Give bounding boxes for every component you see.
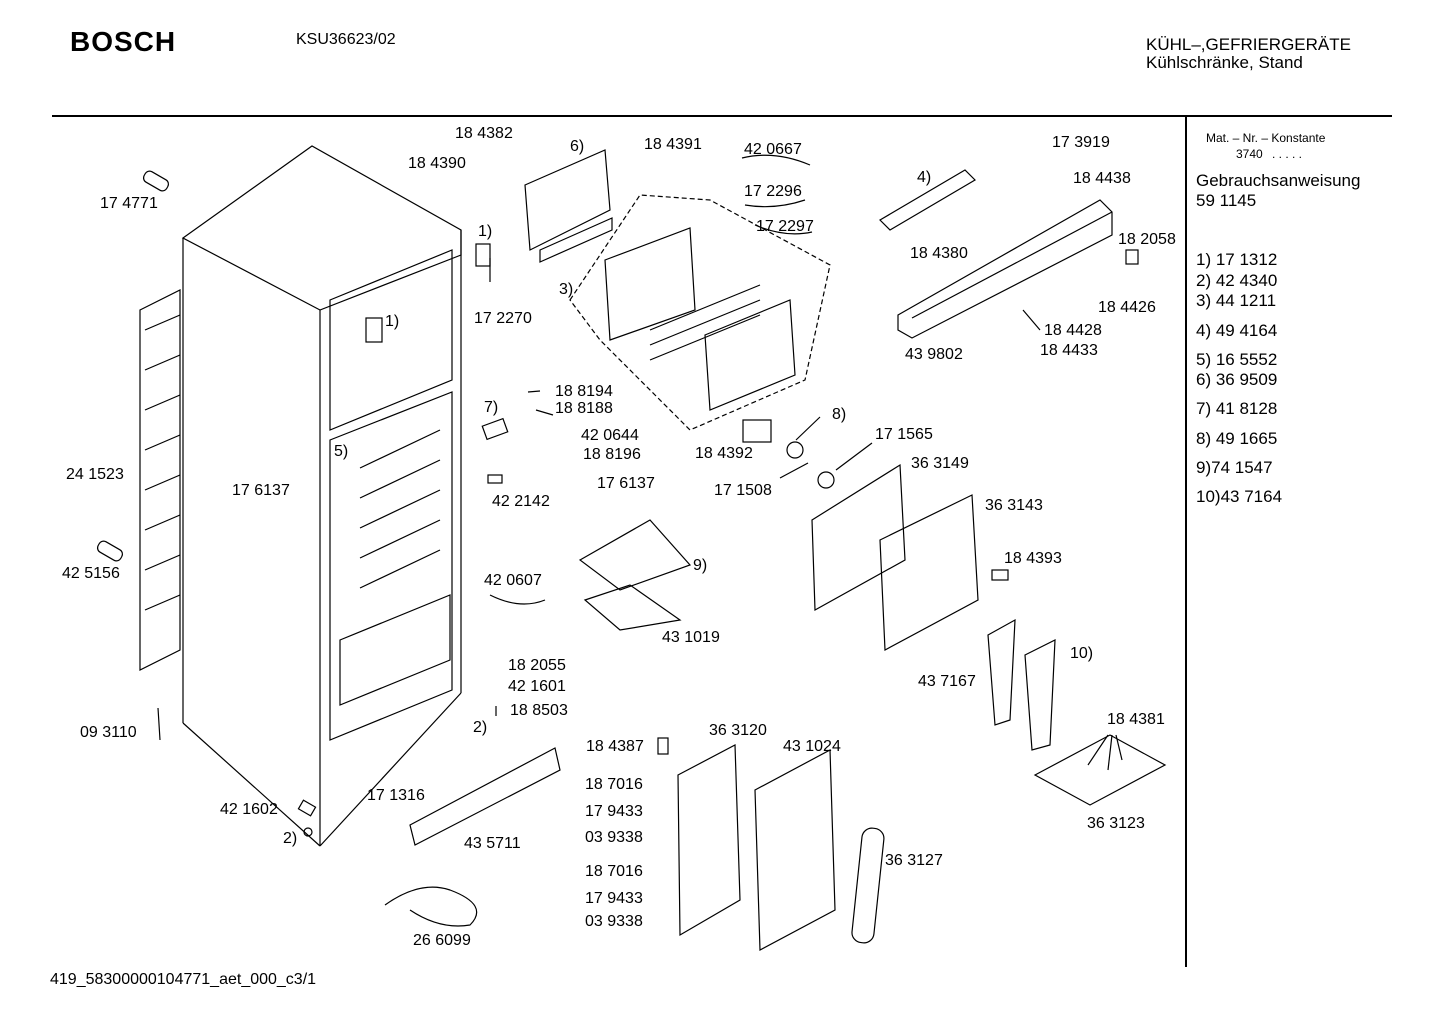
part-label: 24 1523 <box>66 466 124 483</box>
part-label: 18 4392 <box>695 445 753 462</box>
part-label: 43 5711 <box>464 835 521 852</box>
part-label: 18 4438 <box>1073 170 1131 187</box>
part-label: 18 4382 <box>455 125 513 142</box>
part-label: 17 2296 <box>744 183 802 200</box>
part-label: 18 8194 <box>555 383 613 400</box>
part-label: 17 3919 <box>1052 134 1110 151</box>
part-label: 4) <box>917 169 932 186</box>
part-label: 36 3143 <box>985 497 1043 514</box>
part-label: 17 2297 <box>756 218 814 235</box>
part-label: 36 3123 <box>1087 815 1145 832</box>
part-label: 18 2055 <box>508 657 566 674</box>
part-label: 18 4426 <box>1098 299 1156 316</box>
part-label: 36 3149 <box>911 455 969 472</box>
part-label: 42 1601 <box>508 678 566 695</box>
part-label: 18 4393 <box>1004 550 1062 567</box>
part-label: 18 4390 <box>408 155 466 172</box>
roller-part <box>96 540 124 562</box>
sidebar-item: 5) 16 5552 <box>1196 350 1278 369</box>
sidebar-item: 8) 49 1665 <box>1196 429 1278 448</box>
part-label: 18 8188 <box>555 400 613 417</box>
part-label: 09 3110 <box>80 724 137 741</box>
part-label: 18 7016 <box>585 776 643 793</box>
part-label: 43 7167 <box>918 673 976 690</box>
part-label: 17 6137 <box>597 475 655 492</box>
manual-label: Gebrauchsanweisung <box>1196 171 1361 190</box>
hinge-part <box>365 317 383 343</box>
part-label: 42 0607 <box>484 572 542 589</box>
sidebar-item: 2) 42 4340 <box>1196 271 1278 290</box>
part-label: 2) <box>473 719 488 736</box>
part-label: 42 5156 <box>62 565 120 582</box>
part-label: 7) <box>484 399 499 416</box>
sidebar-item: 3) 44 1211 <box>1196 291 1277 310</box>
sidebar-item: 7) 41 8128 <box>1196 399 1278 418</box>
part-label: 18 4381 <box>1107 711 1165 728</box>
part-label: 1) <box>478 223 493 240</box>
sidebar-item: 4) 49 4164 <box>1196 321 1278 340</box>
part-label: 1) <box>385 313 400 330</box>
part-label: 43 9802 <box>905 346 963 363</box>
roller-part <box>142 170 170 192</box>
category-title: KÜHL–,GEFRIERGERÄTE <box>1146 35 1351 54</box>
sidebar-item: 6) 36 9509 <box>1196 370 1278 389</box>
part-label: 18 4387 <box>586 738 644 755</box>
part-label: 18 4433 <box>1040 342 1098 359</box>
part-label: 17 6137 <box>232 482 290 499</box>
sidebar-item: 9)74 1547 <box>1196 458 1273 477</box>
part-label: 9) <box>693 557 708 574</box>
part-label: 42 0644 <box>581 427 639 444</box>
part-label: 17 4771 <box>100 195 158 212</box>
sidebar-divider <box>1185 117 1187 967</box>
part-label: 43 1024 <box>783 738 841 755</box>
part-label: 6) <box>570 138 585 155</box>
part-label: 10) <box>1070 645 1094 662</box>
model-number: KSU36623/02 <box>296 31 396 48</box>
part-label: 2) <box>283 830 298 847</box>
part-label: 36 3127 <box>885 852 943 869</box>
part-label: 18 8196 <box>583 446 641 463</box>
part-label: 17 9433 <box>585 890 643 907</box>
condenser-grid <box>139 289 181 671</box>
part-label: 17 1565 <box>875 426 933 443</box>
part-label: 42 1602 <box>220 801 278 818</box>
sensor-part <box>157 707 161 741</box>
part-label: 17 1508 <box>714 482 772 499</box>
mat-number-dots: . . . . . <box>1272 147 1303 161</box>
category-subtitle: Kühlschränke, Stand <box>1146 53 1303 72</box>
part-label: 42 0667 <box>744 141 802 158</box>
part-label: 42 2142 <box>492 493 550 510</box>
part-label: 26 6099 <box>413 932 471 949</box>
part-label: 18 4380 <box>910 245 968 262</box>
part-label: 18 2058 <box>1118 231 1176 248</box>
fridge-cabinet <box>181 145 462 847</box>
part-label: 36 3120 <box>709 722 767 739</box>
brand-logo: BOSCH <box>70 26 177 57</box>
part-label: 18 4428 <box>1044 322 1102 339</box>
part-label: 5) <box>334 443 349 460</box>
part-label: 17 1316 <box>367 787 425 804</box>
mat-number-value: 3740 <box>1236 147 1263 161</box>
part-label: 18 4391 <box>644 136 702 153</box>
part-label: 17 2270 <box>474 310 532 327</box>
header-divider <box>52 115 1392 117</box>
part-label: 18 7016 <box>585 863 643 880</box>
part-label: 8) <box>832 406 847 423</box>
part-label: 03 9338 <box>585 829 643 846</box>
part-label: 18 8503 <box>510 702 568 719</box>
part-label: 17 9433 <box>585 803 643 820</box>
manual-number: 59 1145 <box>1196 191 1257 210</box>
sidebar-item: 1) 17 1312 <box>1196 250 1278 269</box>
mat-number-label: Mat. – Nr. – Konstante <box>1206 131 1326 145</box>
sidebar-item: 10)43 7164 <box>1196 487 1283 506</box>
part-label: 3) <box>559 281 574 298</box>
part-label: 03 9338 <box>585 913 643 930</box>
part-label: 43 1019 <box>662 629 720 646</box>
document-code: 419_58300000104771_aet_000_c3/1 <box>50 971 317 988</box>
